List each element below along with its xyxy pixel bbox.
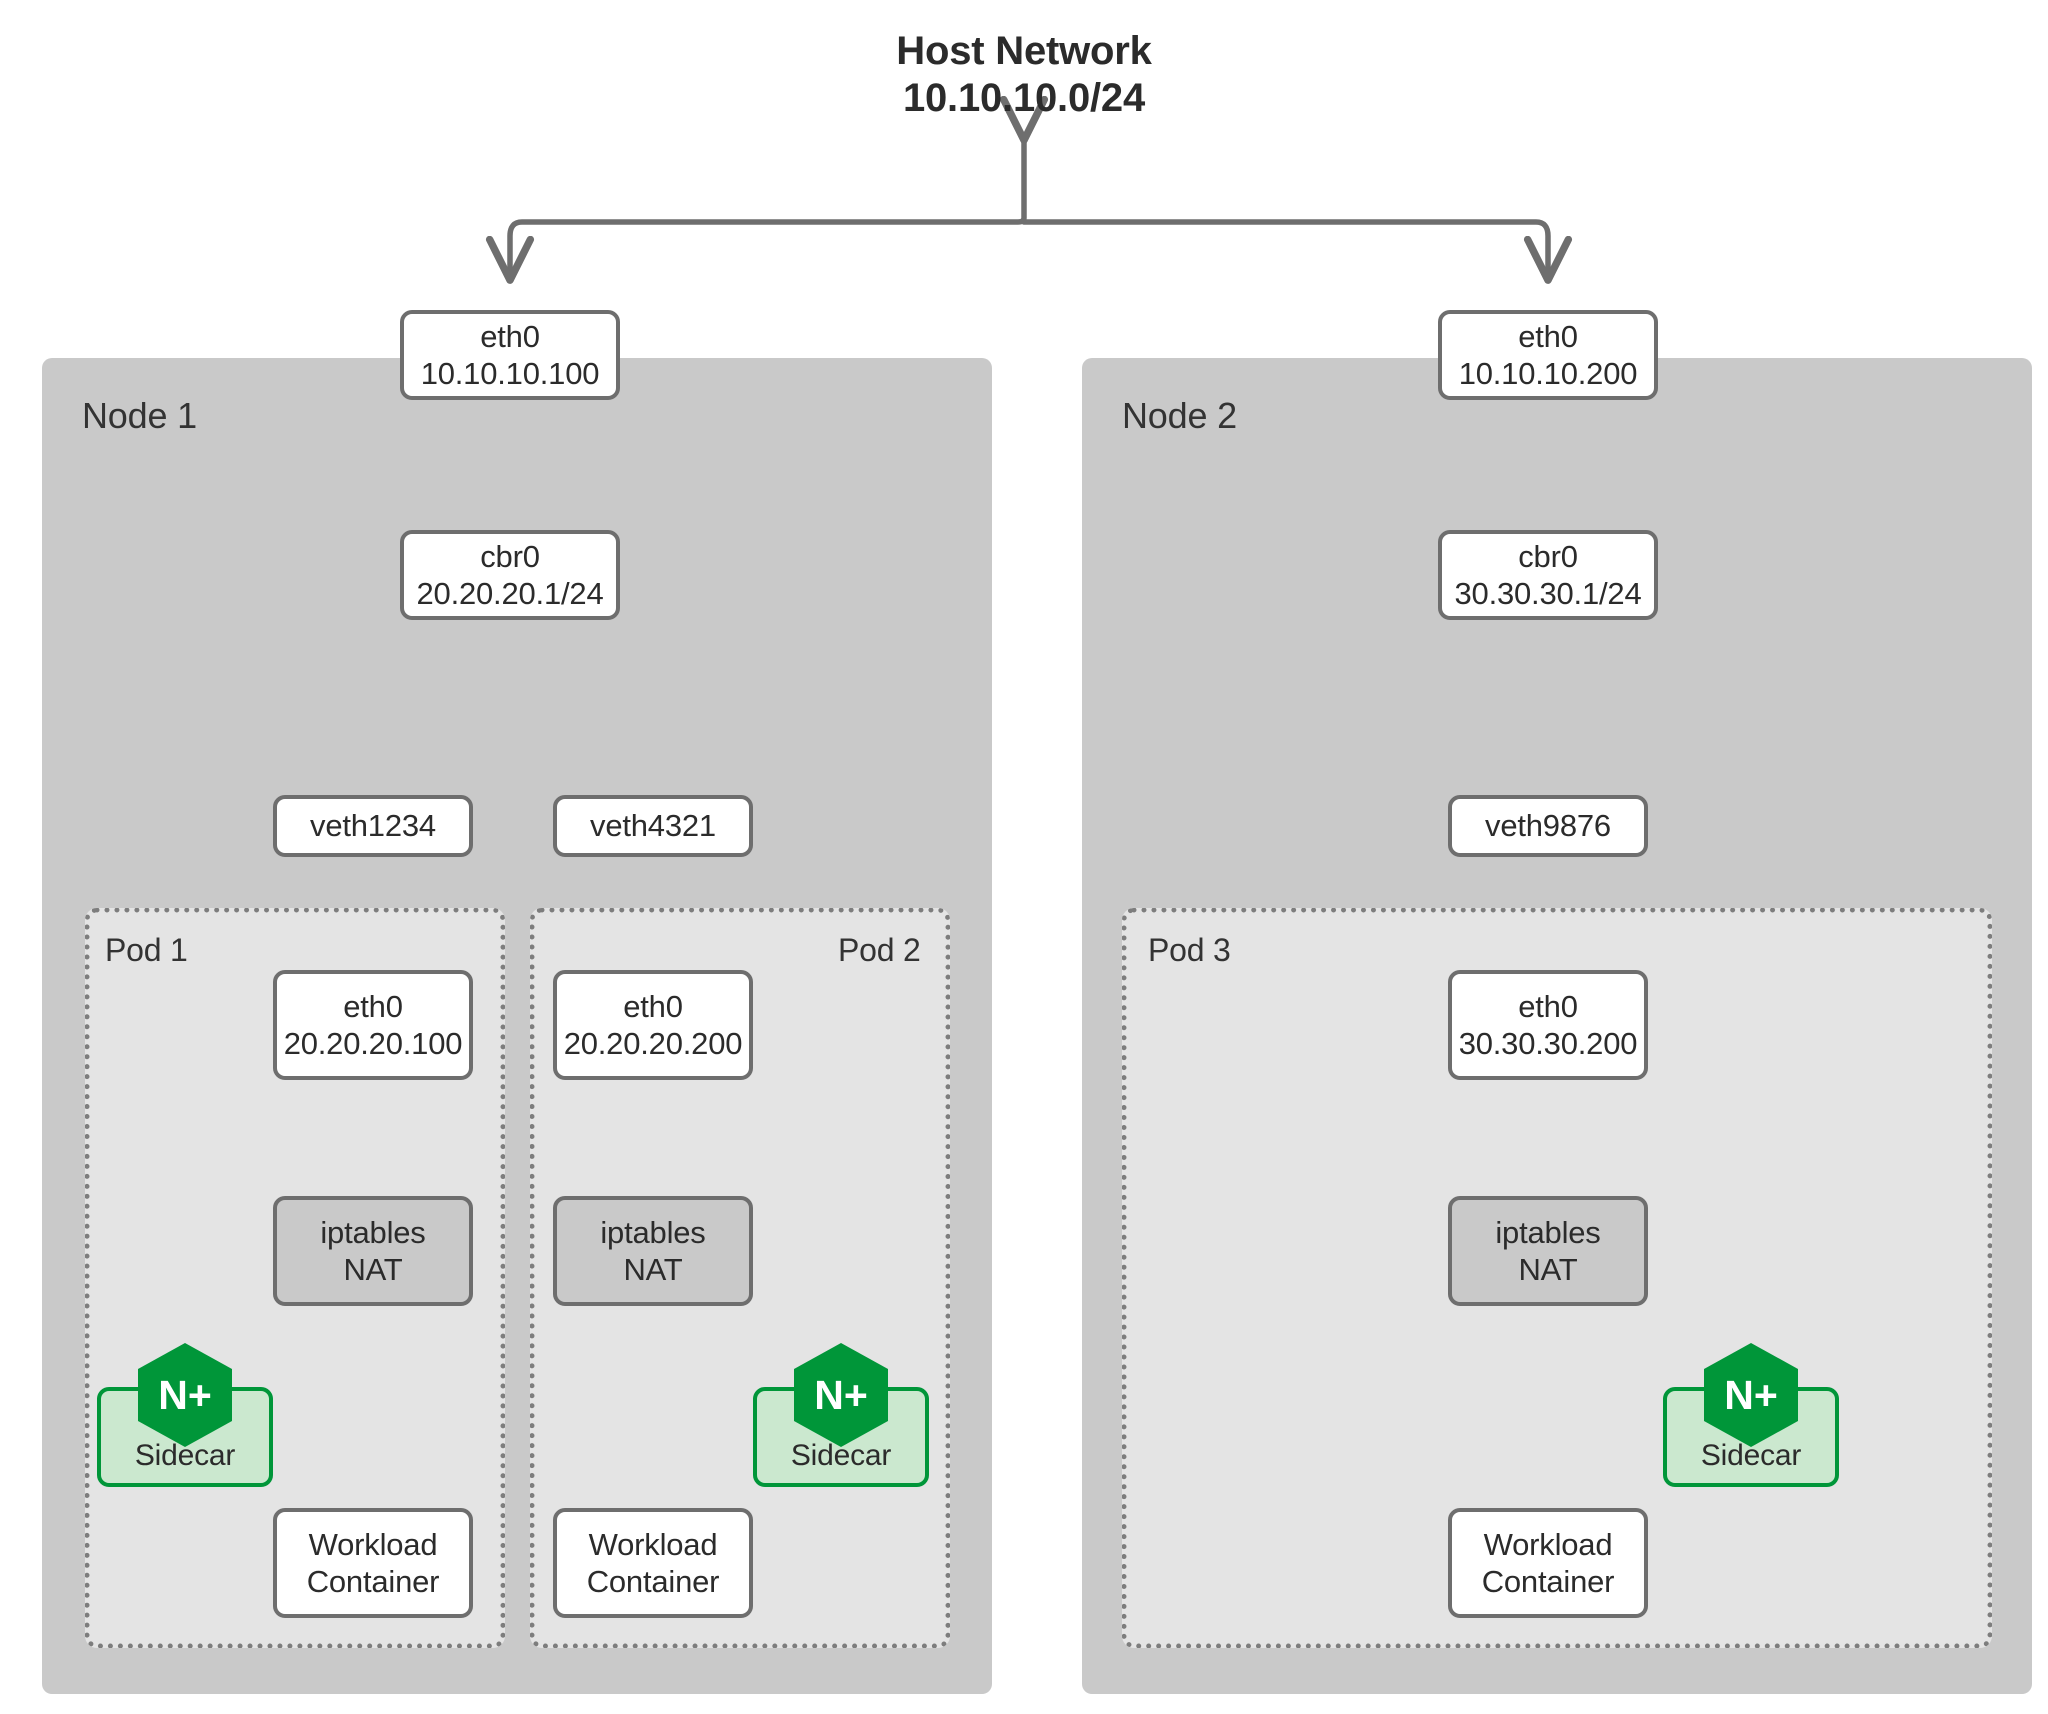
node1-cbr0-name: cbr0 <box>480 538 540 574</box>
pod-label-pod2: Pod 2 <box>838 932 921 968</box>
node2-eth0-name: eth0 <box>1518 318 1578 354</box>
pod1-iptables-nat-box[interactable]: iptables NAT <box>273 1196 473 1306</box>
pod3-nat-line2: NAT <box>1518 1252 1578 1287</box>
pod2-eth0-name: eth0 <box>623 988 683 1024</box>
node2-veth9876-label: veth9876 <box>1485 808 1611 844</box>
pod3-workload-line2: Container <box>1481 1564 1615 1599</box>
node2-eth0-ip: 10.10.10.200 <box>1458 356 1638 391</box>
pod-label-pod3: Pod 3 <box>1148 932 1231 968</box>
node-label-node1: Node 1 <box>82 395 197 436</box>
node1-veth4321-label: veth4321 <box>590 808 716 844</box>
pod2-eth0-ip: 20.20.20.200 <box>563 1026 743 1061</box>
pod1-nat-line2: NAT <box>343 1252 403 1287</box>
pod2-workload-line2: Container <box>586 1564 720 1599</box>
nginx-plus-logo-icon: N+ <box>138 1343 232 1447</box>
pod1-eth0-ip: 20.20.20.100 <box>283 1026 463 1061</box>
svg-text:N+: N+ <box>1724 1372 1778 1418</box>
pod3-iptables-nat-box[interactable]: iptables NAT <box>1448 1196 1648 1306</box>
pod2-nat-line1: iptables <box>600 1214 706 1250</box>
pod3-workload-container-box[interactable]: Workload Container <box>1448 1508 1648 1618</box>
nginx-plus-logo-icon: N+ <box>794 1343 888 1447</box>
pod1-workload-line2: Container <box>306 1564 440 1599</box>
node-label-node2: Node 2 <box>1122 395 1237 436</box>
pod2-iptables-nat-box[interactable]: iptables NAT <box>553 1196 753 1306</box>
pod1-workload-line1: Workload <box>308 1526 438 1562</box>
host-network-cidr: 10.10.10.0/24 <box>902 76 1146 121</box>
pod2-nat-line2: NAT <box>623 1252 683 1287</box>
pod1-sidecar[interactable]: Sidecar N+ <box>97 1343 273 1487</box>
pod1-workload-container-box[interactable]: Workload Container <box>273 1508 473 1618</box>
pod2-workload-line1: Workload <box>588 1526 718 1562</box>
node1-cbr0-box[interactable]: cbr0 20.20.20.1/24 <box>400 530 620 620</box>
pod2-workload-container-box[interactable]: Workload Container <box>553 1508 753 1618</box>
pod3-eth0-ip: 30.30.30.200 <box>1458 1026 1638 1061</box>
node1-cbr0-ip: 20.20.20.1/24 <box>416 576 604 611</box>
node1-eth0-ip: 10.10.10.100 <box>420 356 600 391</box>
svg-text:N+: N+ <box>158 1372 212 1418</box>
node2-cbr0-ip: 30.30.30.1/24 <box>1454 576 1642 611</box>
node1-veth1234-label: veth1234 <box>310 808 436 844</box>
node2-cbr0-box[interactable]: cbr0 30.30.30.1/24 <box>1438 530 1658 620</box>
pod-label-pod1: Pod 1 <box>105 932 188 968</box>
pod3-sidecar[interactable]: Sidecar N+ <box>1663 1343 1839 1487</box>
node2-veth9876-box[interactable]: veth9876 <box>1448 795 1648 857</box>
node1-eth0-name: eth0 <box>480 318 540 354</box>
pod1-nat-line1: iptables <box>320 1214 426 1250</box>
host-network-title: Host Network 10.10.10.0/24 <box>774 28 1274 122</box>
pod1-eth0-name: eth0 <box>343 988 403 1024</box>
svg-text:N+: N+ <box>814 1372 868 1418</box>
pod3-nat-line1: iptables <box>1495 1214 1601 1250</box>
node1-veth4321-box[interactable]: veth4321 <box>553 795 753 857</box>
node2-eth0-box[interactable]: eth0 10.10.10.200 <box>1438 310 1658 400</box>
pod1-eth0-box[interactable]: eth0 20.20.20.100 <box>273 970 473 1080</box>
host-network-name: Host Network <box>896 29 1152 73</box>
nginx-plus-logo-icon: N+ <box>1704 1343 1798 1447</box>
pod3-workload-line1: Workload <box>1483 1526 1613 1562</box>
pod3-eth0-name: eth0 <box>1518 988 1578 1024</box>
node2-cbr0-name: cbr0 <box>1518 538 1578 574</box>
pod2-eth0-box[interactable]: eth0 20.20.20.200 <box>553 970 753 1080</box>
node1-eth0-box[interactable]: eth0 10.10.10.100 <box>400 310 620 400</box>
node1-veth1234-box[interactable]: veth1234 <box>273 795 473 857</box>
pod2-sidecar[interactable]: Sidecar N+ <box>753 1343 929 1487</box>
pod3-eth0-box[interactable]: eth0 30.30.30.200 <box>1448 970 1648 1080</box>
